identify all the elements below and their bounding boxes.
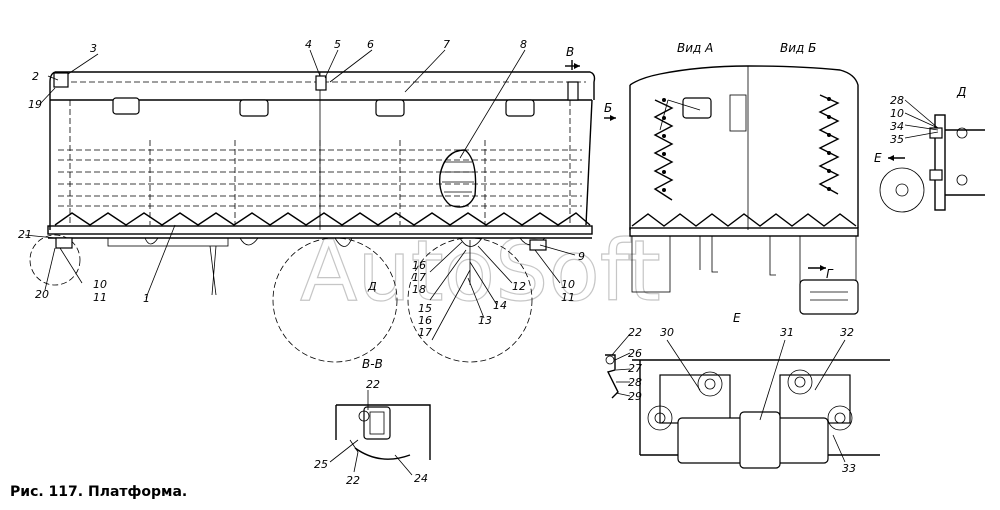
callout-13: 13 [478,314,492,327]
callout-17: 17 [412,271,426,284]
callout-31: 31 [780,326,794,339]
callout-22a: 22 [366,378,380,391]
callout-d-marker: Д [367,280,377,293]
callouts-section-vv: 22 22 24 25 [314,378,428,487]
callout-21: 21 [18,228,32,241]
detail-d-title: Д [956,85,966,99]
callout-35: 35 [890,133,904,146]
callout-33: 33 [842,462,856,475]
callout-14: 14 [493,299,507,312]
callout-15: 15 [418,302,432,315]
callout-17b: 17 [418,326,432,339]
watermark: AutoSoft [300,222,661,320]
callout-11: 11 [93,291,107,304]
callout-7: 7 [443,38,450,51]
callout-24: 24 [414,472,428,485]
callout-22b: 22 [346,474,360,487]
callouts-detail-e: 22 26 27 28 29 30 31 32 33 [628,326,856,475]
callout-30: 30 [660,326,674,339]
end-views [629,65,859,315]
callout-34: 34 [890,120,904,133]
callout-28d: 28 [890,94,904,107]
callouts-detail-d: 28 10 34 35 [890,94,904,146]
callouts-main: 1 2 3 4 5 6 7 8 9 10 11 12 13 14 15 16 1… [18,38,585,327]
callout-1: 1 [143,292,150,305]
section-vv [335,404,431,460]
callout-10: 10 [93,278,107,291]
figure-caption: Рис. 117. Платформа. [10,484,188,500]
section-mark-v: В [566,45,574,59]
callout-25: 25 [314,458,328,471]
callout-5: 5 [334,38,341,51]
section-mark-b: Б [604,101,612,115]
callout-20: 20 [35,288,49,301]
section-vv-title: В-В [362,357,383,371]
detail-e-title: Е [733,311,741,325]
callout-6: 6 [367,38,374,51]
callout-27: 27 [628,362,642,375]
callout-19: 19 [28,98,42,111]
callout-12: 12 [512,280,526,293]
arrow-mark-e: Е [874,151,882,165]
detail-e [605,354,890,469]
callout-11b: 11 [561,291,575,304]
callout-10d: 10 [890,107,904,120]
detail-d [879,99,985,213]
leader-lines [24,49,846,476]
section-marks [565,60,826,271]
callout-28e: 28 [628,376,642,389]
callout-18: 18 [412,283,426,296]
callout-16b: 16 [418,314,432,327]
callout-8: 8 [520,38,527,51]
callout-10b: 10 [561,278,575,291]
callout-22e: 22 [628,326,642,339]
callout-2: 2 [32,70,39,83]
side-view [29,71,596,363]
callout-29: 29 [628,390,642,403]
view-b-title: Вид Б [780,41,816,55]
callout-16: 16 [412,259,426,272]
callout-26: 26 [628,347,642,360]
callout-32: 32 [840,326,854,339]
section-mark-g: Г [826,267,834,281]
callout-9: 9 [578,250,585,263]
callout-3: 3 [90,42,97,55]
view-a-title: Вид А [677,41,713,55]
callouts-main-lower: 10 11 16 17 Д [367,278,575,339]
callout-4: 4 [305,38,312,51]
